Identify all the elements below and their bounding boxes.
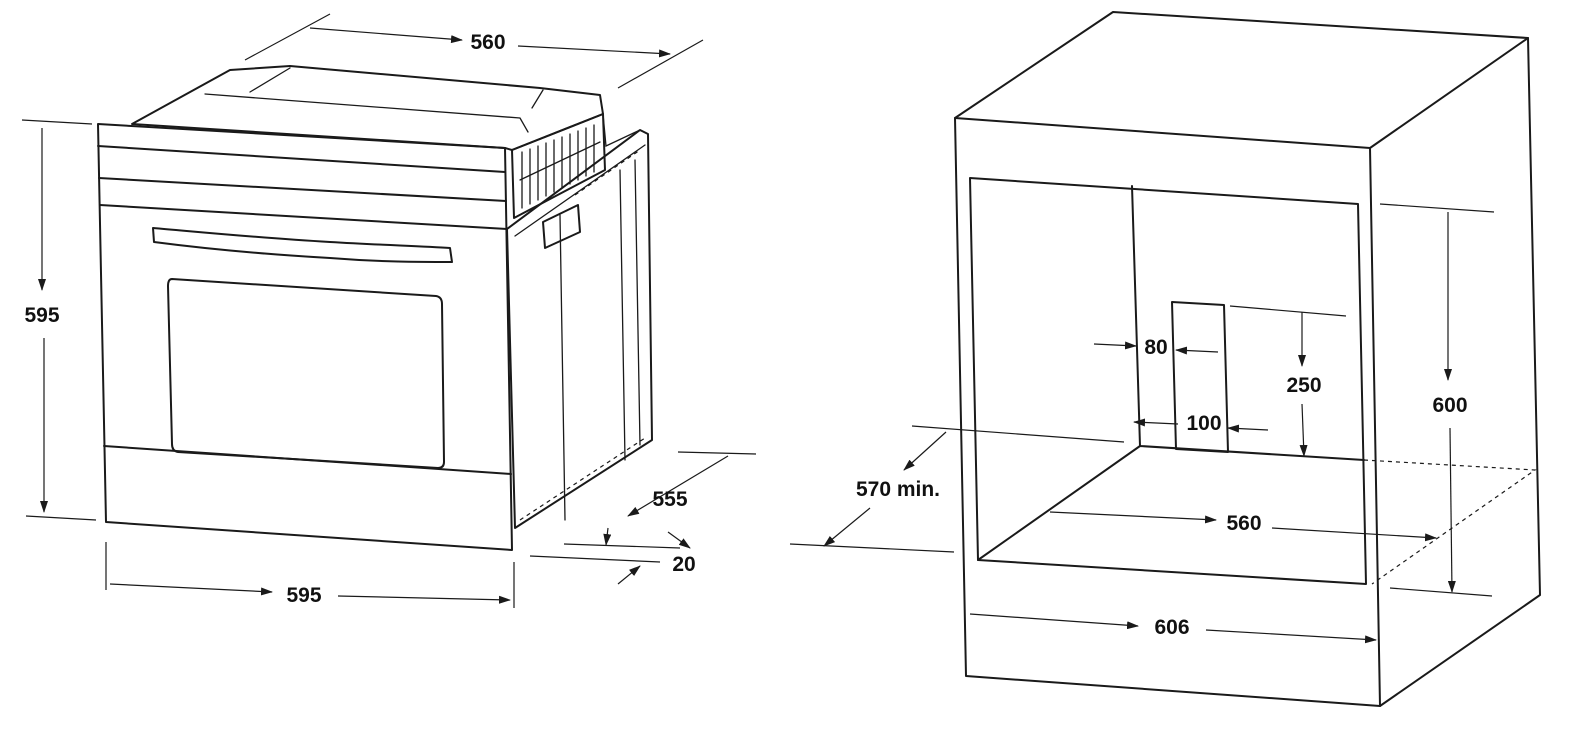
dim-label-oven-height: 595 bbox=[24, 304, 59, 327]
dimension-labels: 560 595 595 555 20 570 min. 80 250 100 6… bbox=[24, 31, 1467, 639]
oven-front-panel bbox=[97, 123, 513, 551]
oven-door-window bbox=[167, 278, 445, 469]
oven-control-strip bbox=[97, 145, 508, 230]
dim-label-vent-height: 250 bbox=[1286, 374, 1321, 397]
oven-handle bbox=[152, 227, 453, 263]
cabinet-vent-slot bbox=[1171, 301, 1229, 453]
dim-label-oven-body-depth: 555 bbox=[652, 488, 687, 511]
dim-label-opening-width: 560 bbox=[1226, 512, 1261, 535]
dim-label-cabinet-min-depth: 570 min. bbox=[856, 478, 940, 501]
oven-top-cover bbox=[131, 65, 604, 151]
dim-label-cabinet-width: 606 bbox=[1154, 616, 1189, 639]
cabinet-projection-dashed bbox=[1363, 459, 1537, 585]
oven-side-body bbox=[506, 129, 653, 529]
dim-label-oven-width: 595 bbox=[286, 584, 321, 607]
cabinet-top bbox=[954, 11, 1529, 149]
cabinet-inner-back bbox=[977, 185, 1365, 561]
dim-label-opening-height: 600 bbox=[1432, 394, 1467, 417]
dimension-lines bbox=[21, 13, 1495, 644]
cabinet-opening bbox=[969, 177, 1367, 585]
oven-vent-grille bbox=[511, 113, 606, 219]
cabinet-right-side bbox=[1379, 37, 1541, 707]
oven-drawing bbox=[97, 65, 653, 551]
dim-label-oven-depth: 560 bbox=[470, 31, 505, 54]
dim-label-vent-offset: 100 bbox=[1186, 412, 1221, 435]
dim-label-oven-front-depth: 20 bbox=[672, 553, 695, 576]
cabinet-drawing bbox=[954, 11, 1541, 707]
dim-label-vent-width: 80 bbox=[1144, 336, 1167, 359]
